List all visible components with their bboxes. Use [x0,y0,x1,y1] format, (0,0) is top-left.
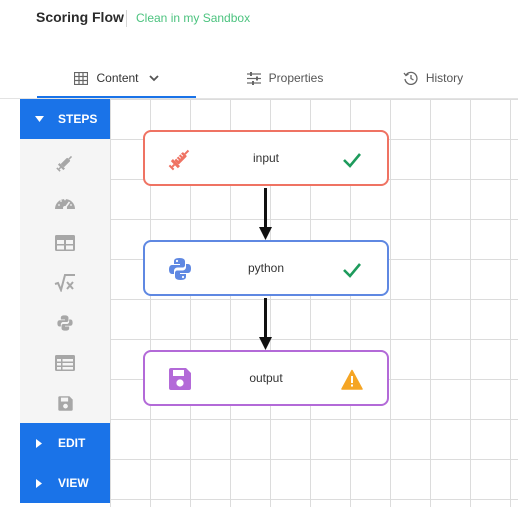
floppy-disk-icon [57,395,73,411]
syringe-icon [56,155,73,172]
caret-down-icon [20,116,58,122]
node-label: python [247,261,285,275]
tool-list-table[interactable] [20,343,110,383]
table-icon [55,235,75,251]
caret-right-icon [20,478,58,488]
gauge-icon [55,198,75,210]
section-label: EDIT [58,436,86,450]
check-icon [343,263,361,278]
caret-right-icon [20,438,58,448]
section-view[interactable]: VIEW [20,463,110,503]
flow-node-input[interactable]: input [143,130,389,186]
syringe-icon [168,149,190,171]
python-icon [169,258,191,280]
tab-divider [0,98,518,99]
status-text: Clean in my Sandbox [136,11,251,25]
tool-table[interactable] [20,223,110,263]
floppy-disk-icon [169,368,191,390]
check-icon [343,153,361,168]
tab-content[interactable]: Content [37,60,196,96]
sidebar: STEPS [20,99,110,503]
flow-node-python[interactable]: python [143,240,389,296]
tool-python[interactable] [20,303,110,343]
tool-save[interactable] [20,383,110,423]
tab-history-label: History [425,71,464,85]
flow-node-output[interactable]: output [143,350,389,406]
tab-bar: Content Properties History [0,60,518,99]
header: Scoring Flow Clean in my Sandbox [0,0,518,40]
warning-icon [341,369,363,390]
chevron-down-icon[interactable] [148,74,159,82]
tool-syringe[interactable] [20,143,110,183]
active-tab-indicator [37,96,196,99]
grid-icon [74,71,89,85]
sliders-icon [246,71,261,85]
tool-formula[interactable] [20,263,110,303]
node-label: output [249,371,283,385]
title-divider [126,10,127,27]
tab-properties[interactable]: Properties [210,60,360,96]
python-icon [57,315,73,331]
flow-title: Scoring Flow [36,9,124,25]
history-icon [403,71,418,85]
list-table-icon [55,355,75,371]
tab-history[interactable]: History [370,60,496,96]
section-steps[interactable]: STEPS [20,99,110,139]
sqrt-x-icon [54,274,75,292]
section-label: STEPS [58,112,98,126]
tab-properties-label: Properties [268,71,324,85]
tab-content-label: Content [96,71,139,85]
section-label: VIEW [58,476,89,490]
node-label: input [252,151,280,165]
section-edit[interactable]: EDIT [20,423,110,463]
tool-gauge[interactable] [20,183,110,223]
